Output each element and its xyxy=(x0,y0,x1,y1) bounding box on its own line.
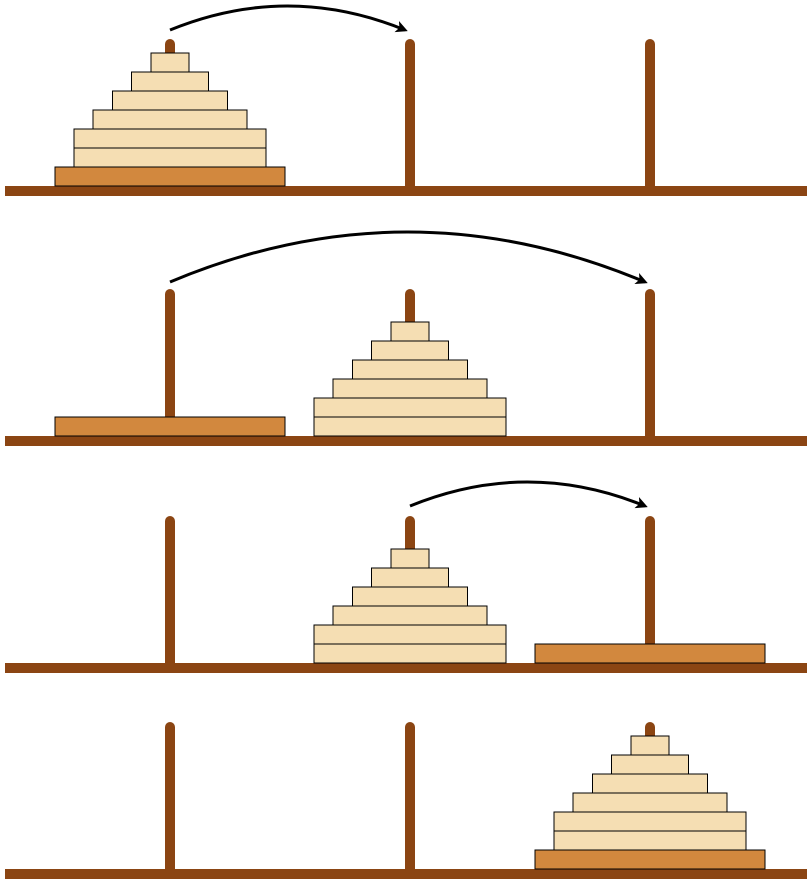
step-row-2 xyxy=(5,232,807,446)
disk-2 xyxy=(132,72,209,91)
disk-1 xyxy=(151,53,189,72)
disk-5 xyxy=(554,812,746,831)
step-row-3 xyxy=(5,482,807,673)
disk-5 xyxy=(74,129,266,148)
move-arrow xyxy=(410,482,645,506)
move-arrow xyxy=(170,232,645,282)
disk-1 xyxy=(391,322,429,341)
disk-4 xyxy=(93,110,247,129)
disk-4 xyxy=(573,793,727,812)
disk-7 xyxy=(55,417,285,436)
disk-3 xyxy=(593,774,708,793)
disk-4 xyxy=(333,606,487,625)
disk-7 xyxy=(55,167,285,186)
step-row-1 xyxy=(5,6,807,196)
disk-2 xyxy=(372,341,449,360)
disk-6 xyxy=(554,831,746,850)
disk-6 xyxy=(74,148,266,167)
disk-3 xyxy=(353,587,468,606)
disk-6 xyxy=(314,644,506,663)
disk-6 xyxy=(314,417,506,436)
disk-3 xyxy=(113,91,228,110)
disk-1 xyxy=(631,736,669,755)
disk-7 xyxy=(535,850,765,869)
disk-7 xyxy=(535,644,765,663)
move-arrow xyxy=(170,6,405,30)
disk-2 xyxy=(372,568,449,587)
disk-2 xyxy=(612,755,689,774)
disk-5 xyxy=(314,625,506,644)
disk-1 xyxy=(391,549,429,568)
disk-3 xyxy=(353,360,468,379)
disk-4 xyxy=(333,379,487,398)
step-row-4 xyxy=(5,727,807,879)
disk-5 xyxy=(314,398,506,417)
